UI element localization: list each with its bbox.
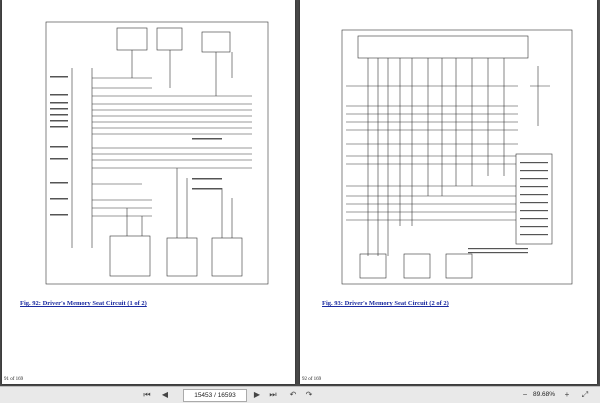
viewer-toolbar: ⏮ ◀ 15453 / 16593 ▶ ⏭ ↶ ↷ − 89.68% + ⤢: [0, 386, 600, 403]
back-icon[interactable]: ↶: [289, 390, 297, 399]
fit-page-icon[interactable]: ⤢: [581, 390, 589, 399]
document-page-right: Fig. 93: Driver's Memory Seat Circuit (2…: [300, 0, 597, 384]
page-number-field[interactable]: 15453 / 16593: [183, 389, 247, 402]
first-page-icon[interactable]: ⏮: [143, 390, 151, 399]
last-page-icon[interactable]: ⏭: [269, 390, 277, 399]
figure-caption[interactable]: Fig. 93: Driver's Memory Seat Circuit (2…: [322, 300, 449, 307]
wiring-diagram-right: [341, 29, 573, 285]
wiring-diagram-left: [45, 21, 269, 285]
zoom-in-icon[interactable]: +: [564, 390, 570, 399]
zoom-level[interactable]: 89.68%: [533, 391, 556, 398]
document-page-left: Fig. 92: Driver's Memory Seat Circuit (1…: [2, 0, 295, 384]
prev-page-icon[interactable]: ◀: [161, 390, 169, 399]
next-page-icon[interactable]: ▶: [253, 390, 261, 399]
zoom-out-icon[interactable]: −: [522, 390, 528, 399]
page-number: 92 of 169: [302, 377, 322, 382]
page-number: 91 of 169: [4, 377, 24, 382]
figure-caption[interactable]: Fig. 92: Driver's Memory Seat Circuit (1…: [20, 300, 147, 307]
forward-icon[interactable]: ↷: [305, 390, 313, 399]
